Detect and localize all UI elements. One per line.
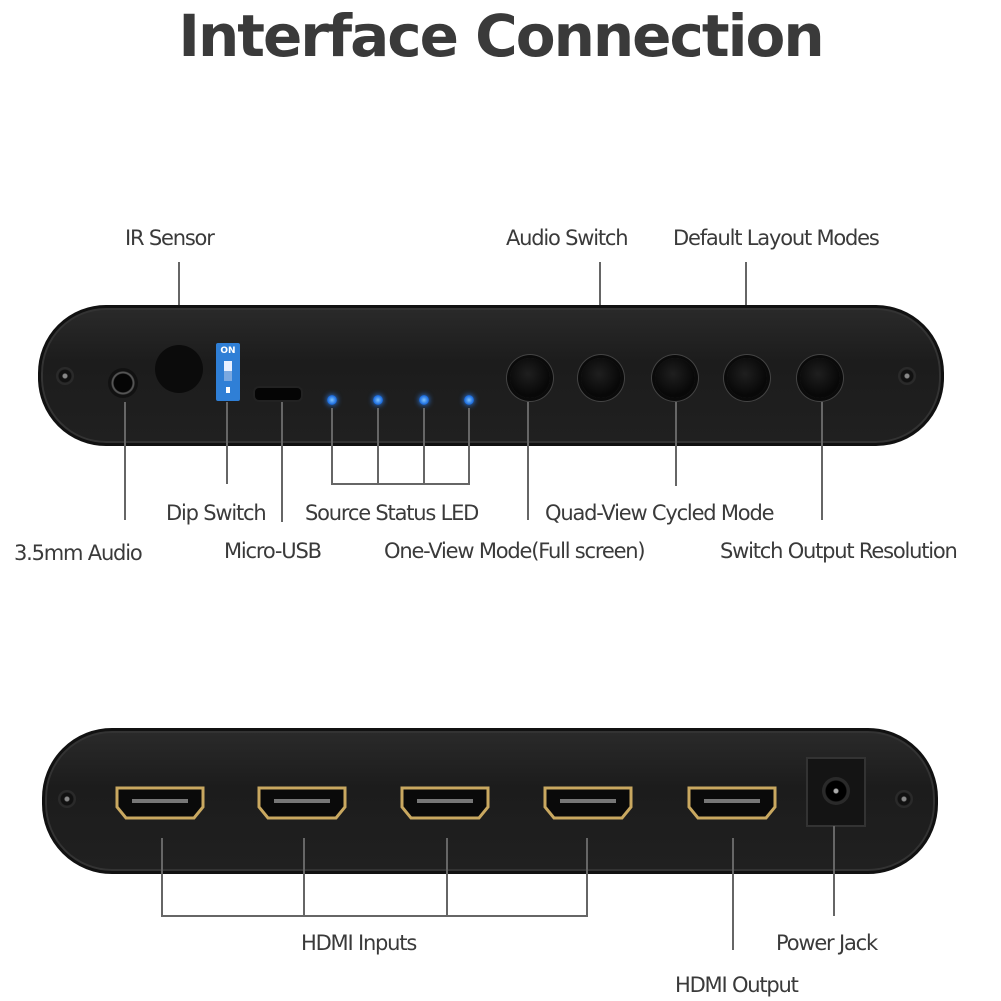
leader-micro-usb [281, 402, 283, 522]
switch-resolution-button[interactable] [800, 358, 840, 398]
leader-one-view [527, 402, 529, 520]
quad-view-cycled-button[interactable] [655, 358, 695, 398]
leader-led-bracket [331, 483, 470, 485]
screw-icon [58, 790, 76, 808]
leader-power-jack [833, 826, 835, 916]
ir-sensor [155, 345, 203, 393]
leader-hdmi-inputs-bracket [161, 915, 588, 917]
leader-audio-switch [599, 262, 601, 344]
power-jack-port [806, 757, 866, 827]
leader-led-3 [423, 408, 425, 484]
leader-hdmi-output [732, 838, 734, 950]
leader-switch-resolution [821, 402, 823, 520]
source-led-4 [464, 395, 474, 405]
screw-icon [895, 790, 913, 808]
audio-switch-button[interactable] [581, 358, 621, 398]
audio-jack-port [108, 368, 138, 398]
front-panel [38, 305, 944, 446]
hdmi-input-port-2 [257, 786, 347, 820]
source-led-3 [419, 395, 429, 405]
label-audio-jack: 3.5mm Audio [14, 541, 143, 565]
leader-audio-jack [124, 402, 126, 520]
leader-dip-switch [226, 402, 228, 484]
label-source-status-led: Source Status LED [305, 501, 479, 525]
micro-usb-port [255, 388, 301, 400]
screw-icon [56, 367, 74, 385]
leader-quad-view [675, 402, 677, 486]
label-hdmi-output: HDMI Output [675, 973, 799, 997]
hdmi-input-port-4 [543, 786, 633, 820]
hdmi-input-port-1 [115, 786, 205, 820]
label-hdmi-inputs: HDMI Inputs [301, 931, 417, 955]
hdmi-output-port [687, 786, 777, 820]
default-layout-button[interactable] [727, 358, 767, 398]
leader-default-layout [745, 262, 747, 344]
leader-led-1 [331, 408, 333, 484]
label-ir-sensor: IR Sensor [125, 226, 215, 250]
label-audio-switch: Audio Switch [506, 226, 629, 250]
power-jack-hole [822, 777, 850, 805]
label-default-layout-modes: Default Layout Modes [673, 226, 880, 250]
screw-icon [898, 367, 916, 385]
leader-led-4 [468, 408, 470, 484]
source-led-2 [373, 395, 383, 405]
label-micro-usb: Micro-USB [224, 539, 322, 563]
dip-number [226, 387, 230, 393]
label-power-jack: Power Jack [776, 931, 878, 955]
label-quad-view-cycled-mode: Quad-View Cycled Mode [545, 501, 775, 525]
one-view-mode-button[interactable] [510, 358, 550, 398]
dip-knob-2 [224, 371, 232, 381]
leader-hdmi-in-2 [303, 838, 305, 916]
label-dip-switch: Dip Switch [166, 501, 267, 525]
leader-hdmi-in-3 [446, 838, 448, 916]
dip-knob-1 [224, 361, 232, 371]
label-one-view-mode: One-View Mode(Full screen) [384, 539, 646, 563]
dip-switch-on-label: ON [220, 346, 236, 356]
hdmi-input-port-3 [400, 786, 490, 820]
source-led-1 [327, 395, 337, 405]
leader-hdmi-in-1 [161, 838, 163, 916]
dip-switch[interactable]: ON [216, 343, 240, 401]
leader-hdmi-in-4 [586, 838, 588, 916]
leader-ir-sensor [178, 262, 180, 342]
leader-led-2 [377, 408, 379, 484]
page-title: Interface Connection [178, 2, 824, 70]
label-switch-output-resolution: Switch Output Resolution [720, 539, 958, 563]
